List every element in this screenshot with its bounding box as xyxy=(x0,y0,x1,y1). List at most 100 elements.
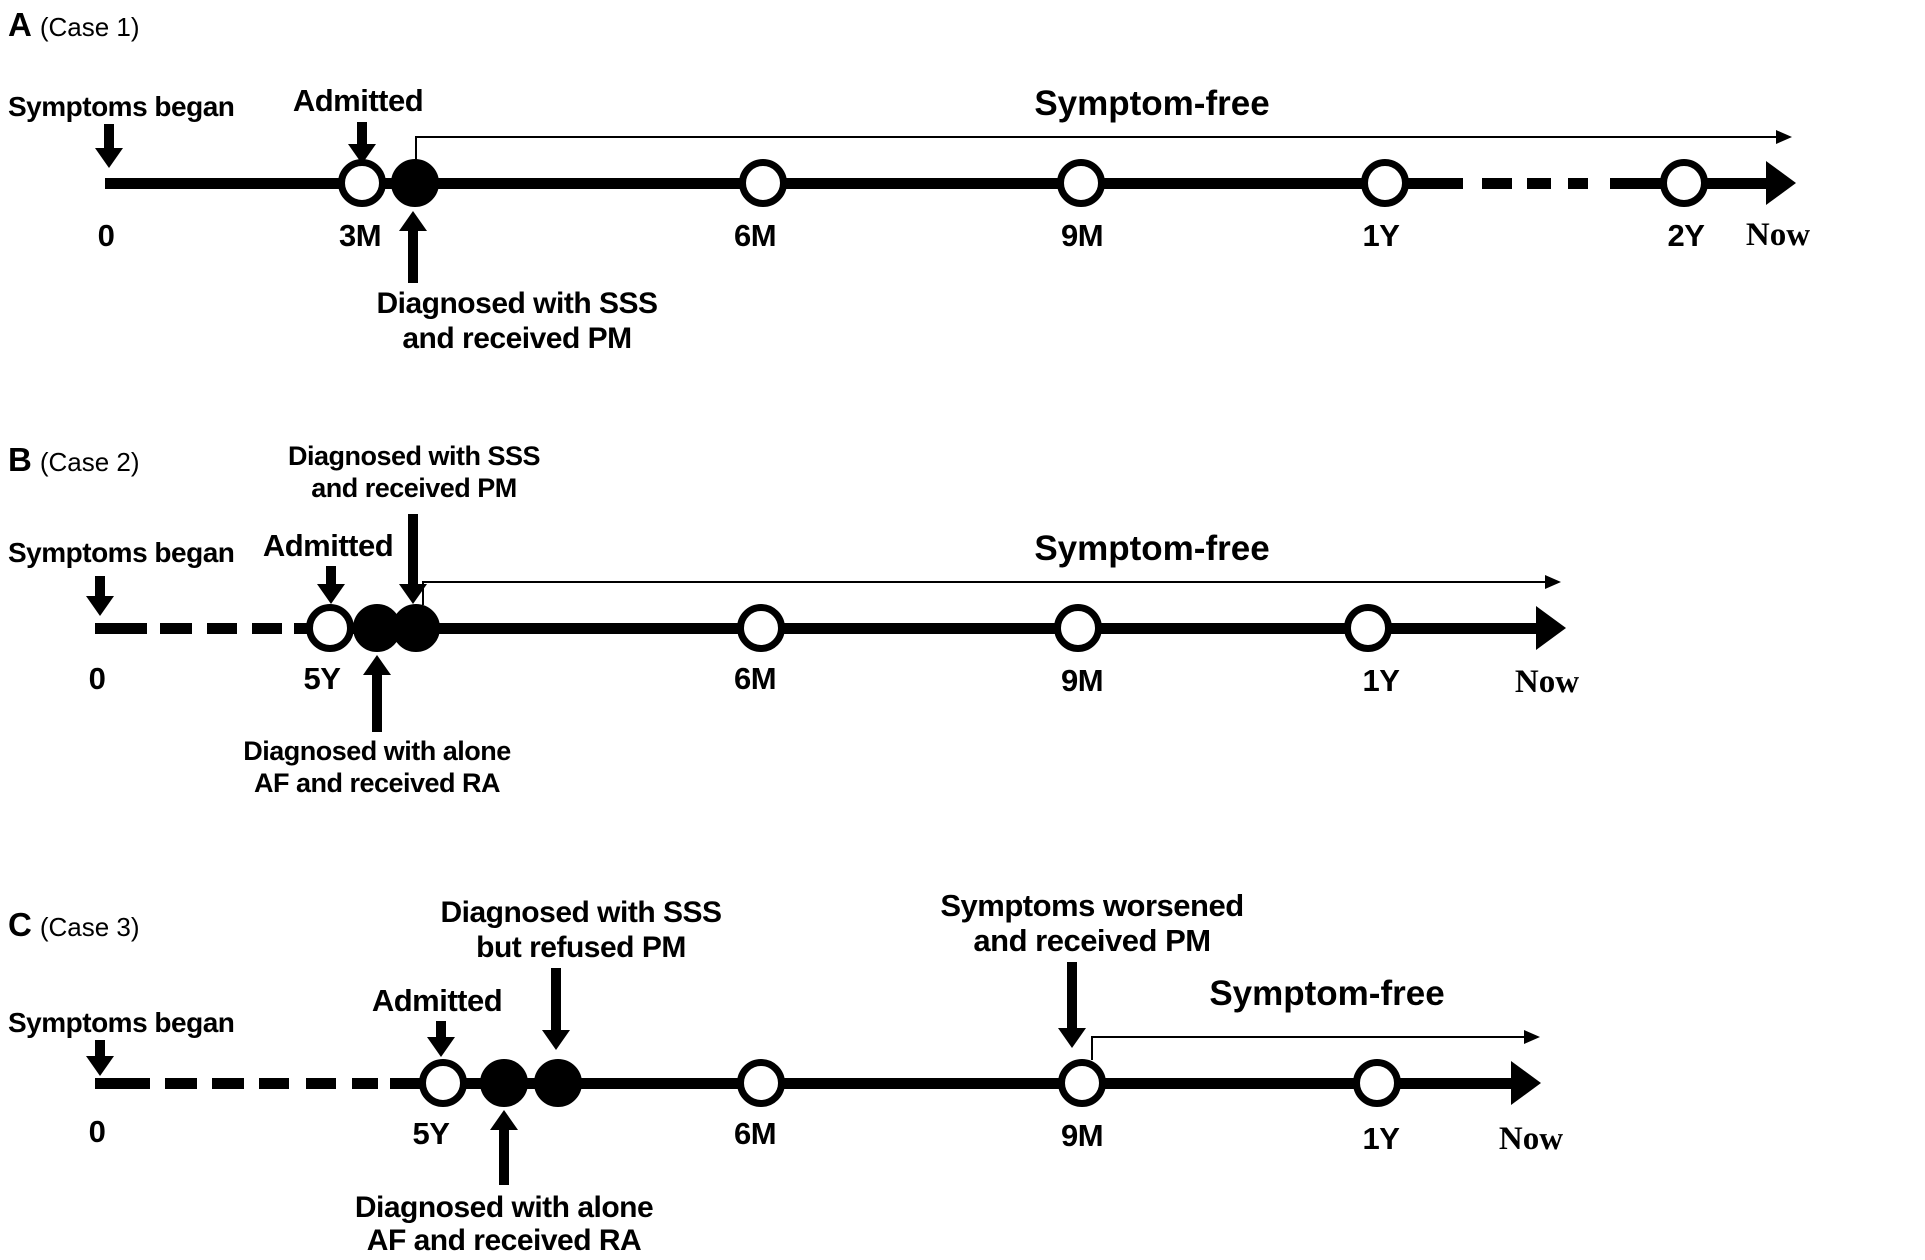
symptom-free-arrow-line xyxy=(422,581,1547,583)
worsened-arrowhead-icon xyxy=(1058,1028,1086,1048)
admitted-arrow xyxy=(436,1021,446,1039)
diagnosis-sss-arrow xyxy=(551,968,561,1032)
case-label: (Case 1) xyxy=(39,12,140,42)
symptom-free-arrowhead-icon xyxy=(1545,575,1561,589)
worsened-line1: Symptoms worsened xyxy=(940,888,1244,923)
now-label: Now xyxy=(1514,664,1580,700)
time-label-9m: 9M xyxy=(1060,663,1104,698)
diagnosis-sss-line2: and received PM xyxy=(311,473,517,503)
timeline-dash xyxy=(1482,178,1512,189)
symptom-free-arrowhead-icon xyxy=(1524,1030,1540,1044)
marker-1y-open xyxy=(1353,1059,1401,1107)
symptoms-began-arrowhead-icon xyxy=(95,148,123,168)
marker-pm-filled xyxy=(392,604,440,652)
admitted-label: Admitted xyxy=(262,528,394,563)
diagnosis-af-arrow xyxy=(499,1129,509,1185)
timeline-dash xyxy=(160,623,192,634)
time-label-6m: 6M xyxy=(733,218,777,253)
worsened-annotation: Symptoms worsened and received PM xyxy=(940,888,1244,958)
diagnosis-sss-line1: Diagnosed with SSS xyxy=(287,441,541,471)
timeline-dash xyxy=(1568,178,1588,189)
worsened-arrow xyxy=(1067,962,1077,1030)
admitted-arrow xyxy=(326,566,336,586)
symptom-free-arrow-line xyxy=(415,136,1778,138)
timeline-dash xyxy=(259,1078,289,1089)
time-label-6m: 6M xyxy=(733,1116,777,1151)
symptom-free-bracket xyxy=(415,137,417,160)
marker-1y-open xyxy=(1361,159,1409,207)
time-label-5y: 5Y xyxy=(412,1116,450,1151)
symptom-free-bracket xyxy=(1091,1037,1093,1060)
symptoms-began-arrow xyxy=(95,1040,105,1058)
diagnosis-sss-line2: but refused PM xyxy=(476,931,686,964)
diagnosis-line1: Diagnosed with SSS xyxy=(376,287,658,320)
diagnosis-sss-annotation: Diagnosed with SSS but refused PM xyxy=(440,895,722,965)
time-label-2y: 2Y xyxy=(1667,218,1705,253)
timeline-dash xyxy=(1527,178,1551,189)
time-label-3m: 3M xyxy=(338,218,382,253)
timeline-line xyxy=(294,623,1540,634)
marker-5y-open xyxy=(306,604,354,652)
symptom-free-label: Symptom-free xyxy=(1034,84,1270,123)
time-label-6m: 6M xyxy=(733,661,777,696)
now-label: Now xyxy=(1498,1121,1564,1157)
marker-refused-filled xyxy=(534,1059,582,1107)
marker-9m-open xyxy=(1057,159,1105,207)
marker-6m-open xyxy=(737,1059,785,1107)
admitted-label: Admitted xyxy=(292,83,424,118)
diagnosis-sss-annotation: Diagnosed with SSS and received PM xyxy=(287,440,541,504)
symptoms-began-arrowhead-icon xyxy=(86,1056,114,1076)
diagnosis-arrowhead-icon xyxy=(399,211,427,231)
time-label-9m: 9M xyxy=(1060,1118,1104,1153)
marker-pm-filled xyxy=(391,159,439,207)
diagnosis-af-annotation: Diagnosed with alone AF and received RA xyxy=(243,735,511,799)
diagnosis-annotation: Diagnosed with SSS and received PM xyxy=(376,286,658,356)
symptom-free-arrowhead-icon xyxy=(1776,130,1792,144)
time-label-0: 0 xyxy=(97,218,115,253)
diagnosis-af-annotation: Diagnosed with alone AF and received RA xyxy=(355,1191,654,1257)
marker-6m-open xyxy=(739,159,787,207)
diagnosis-sss-arrowhead-icon xyxy=(399,584,427,604)
diagnosis-af-line2: AF and received RA xyxy=(253,768,501,798)
time-label-1y: 1Y xyxy=(1362,1121,1400,1156)
symptom-free-label: Symptom-free xyxy=(1034,529,1270,568)
diagnosis-af-arrowhead-icon xyxy=(490,1110,518,1130)
time-label-1y: 1Y xyxy=(1362,663,1400,698)
diagnosis-af-line2: AF and received RA xyxy=(366,1224,642,1257)
symptoms-began-arrow xyxy=(95,576,105,598)
worsened-line2: and received PM xyxy=(973,923,1211,958)
marker-6m-open xyxy=(737,604,785,652)
timeline-dash xyxy=(212,1078,244,1089)
diagnosis-sss-arrowhead-icon xyxy=(542,1030,570,1050)
admitted-arrow xyxy=(357,122,367,146)
symptoms-began-label: Symptoms began xyxy=(8,537,235,568)
marker-ra-filled xyxy=(480,1059,528,1107)
timeline-arrowhead-icon xyxy=(1536,606,1566,650)
timeline-dash xyxy=(252,623,282,634)
panel-letter: B xyxy=(8,441,32,478)
panel-c-title: C (Case 3) xyxy=(8,906,140,944)
timeline-arrowhead-icon xyxy=(1511,1061,1541,1105)
timeline-dash xyxy=(165,1078,197,1089)
diagnosis-af-line1: Diagnosed with alone xyxy=(243,736,511,766)
panel-letter: C xyxy=(8,906,32,943)
marker-3m-open xyxy=(338,159,386,207)
time-label-1y: 1Y xyxy=(1362,218,1400,253)
timeline-line xyxy=(95,623,147,634)
time-label-9m: 9M xyxy=(1060,218,1104,253)
diagnosis-af-arrowhead-icon xyxy=(363,655,391,675)
marker-2y-open xyxy=(1660,159,1708,207)
marker-9m-open xyxy=(1054,604,1102,652)
symptoms-began-label: Symptoms began xyxy=(8,91,235,122)
marker-1y-open xyxy=(1344,604,1392,652)
diagnosis-sss-line1: Diagnosed with SSS xyxy=(440,896,722,929)
symptom-free-label: Symptom-free xyxy=(1209,974,1445,1013)
diagnosis-arrow xyxy=(408,230,418,283)
timeline-dash xyxy=(306,1078,336,1089)
symptoms-began-label: Symptoms began xyxy=(8,1007,235,1038)
marker-5y-open xyxy=(419,1059,467,1107)
